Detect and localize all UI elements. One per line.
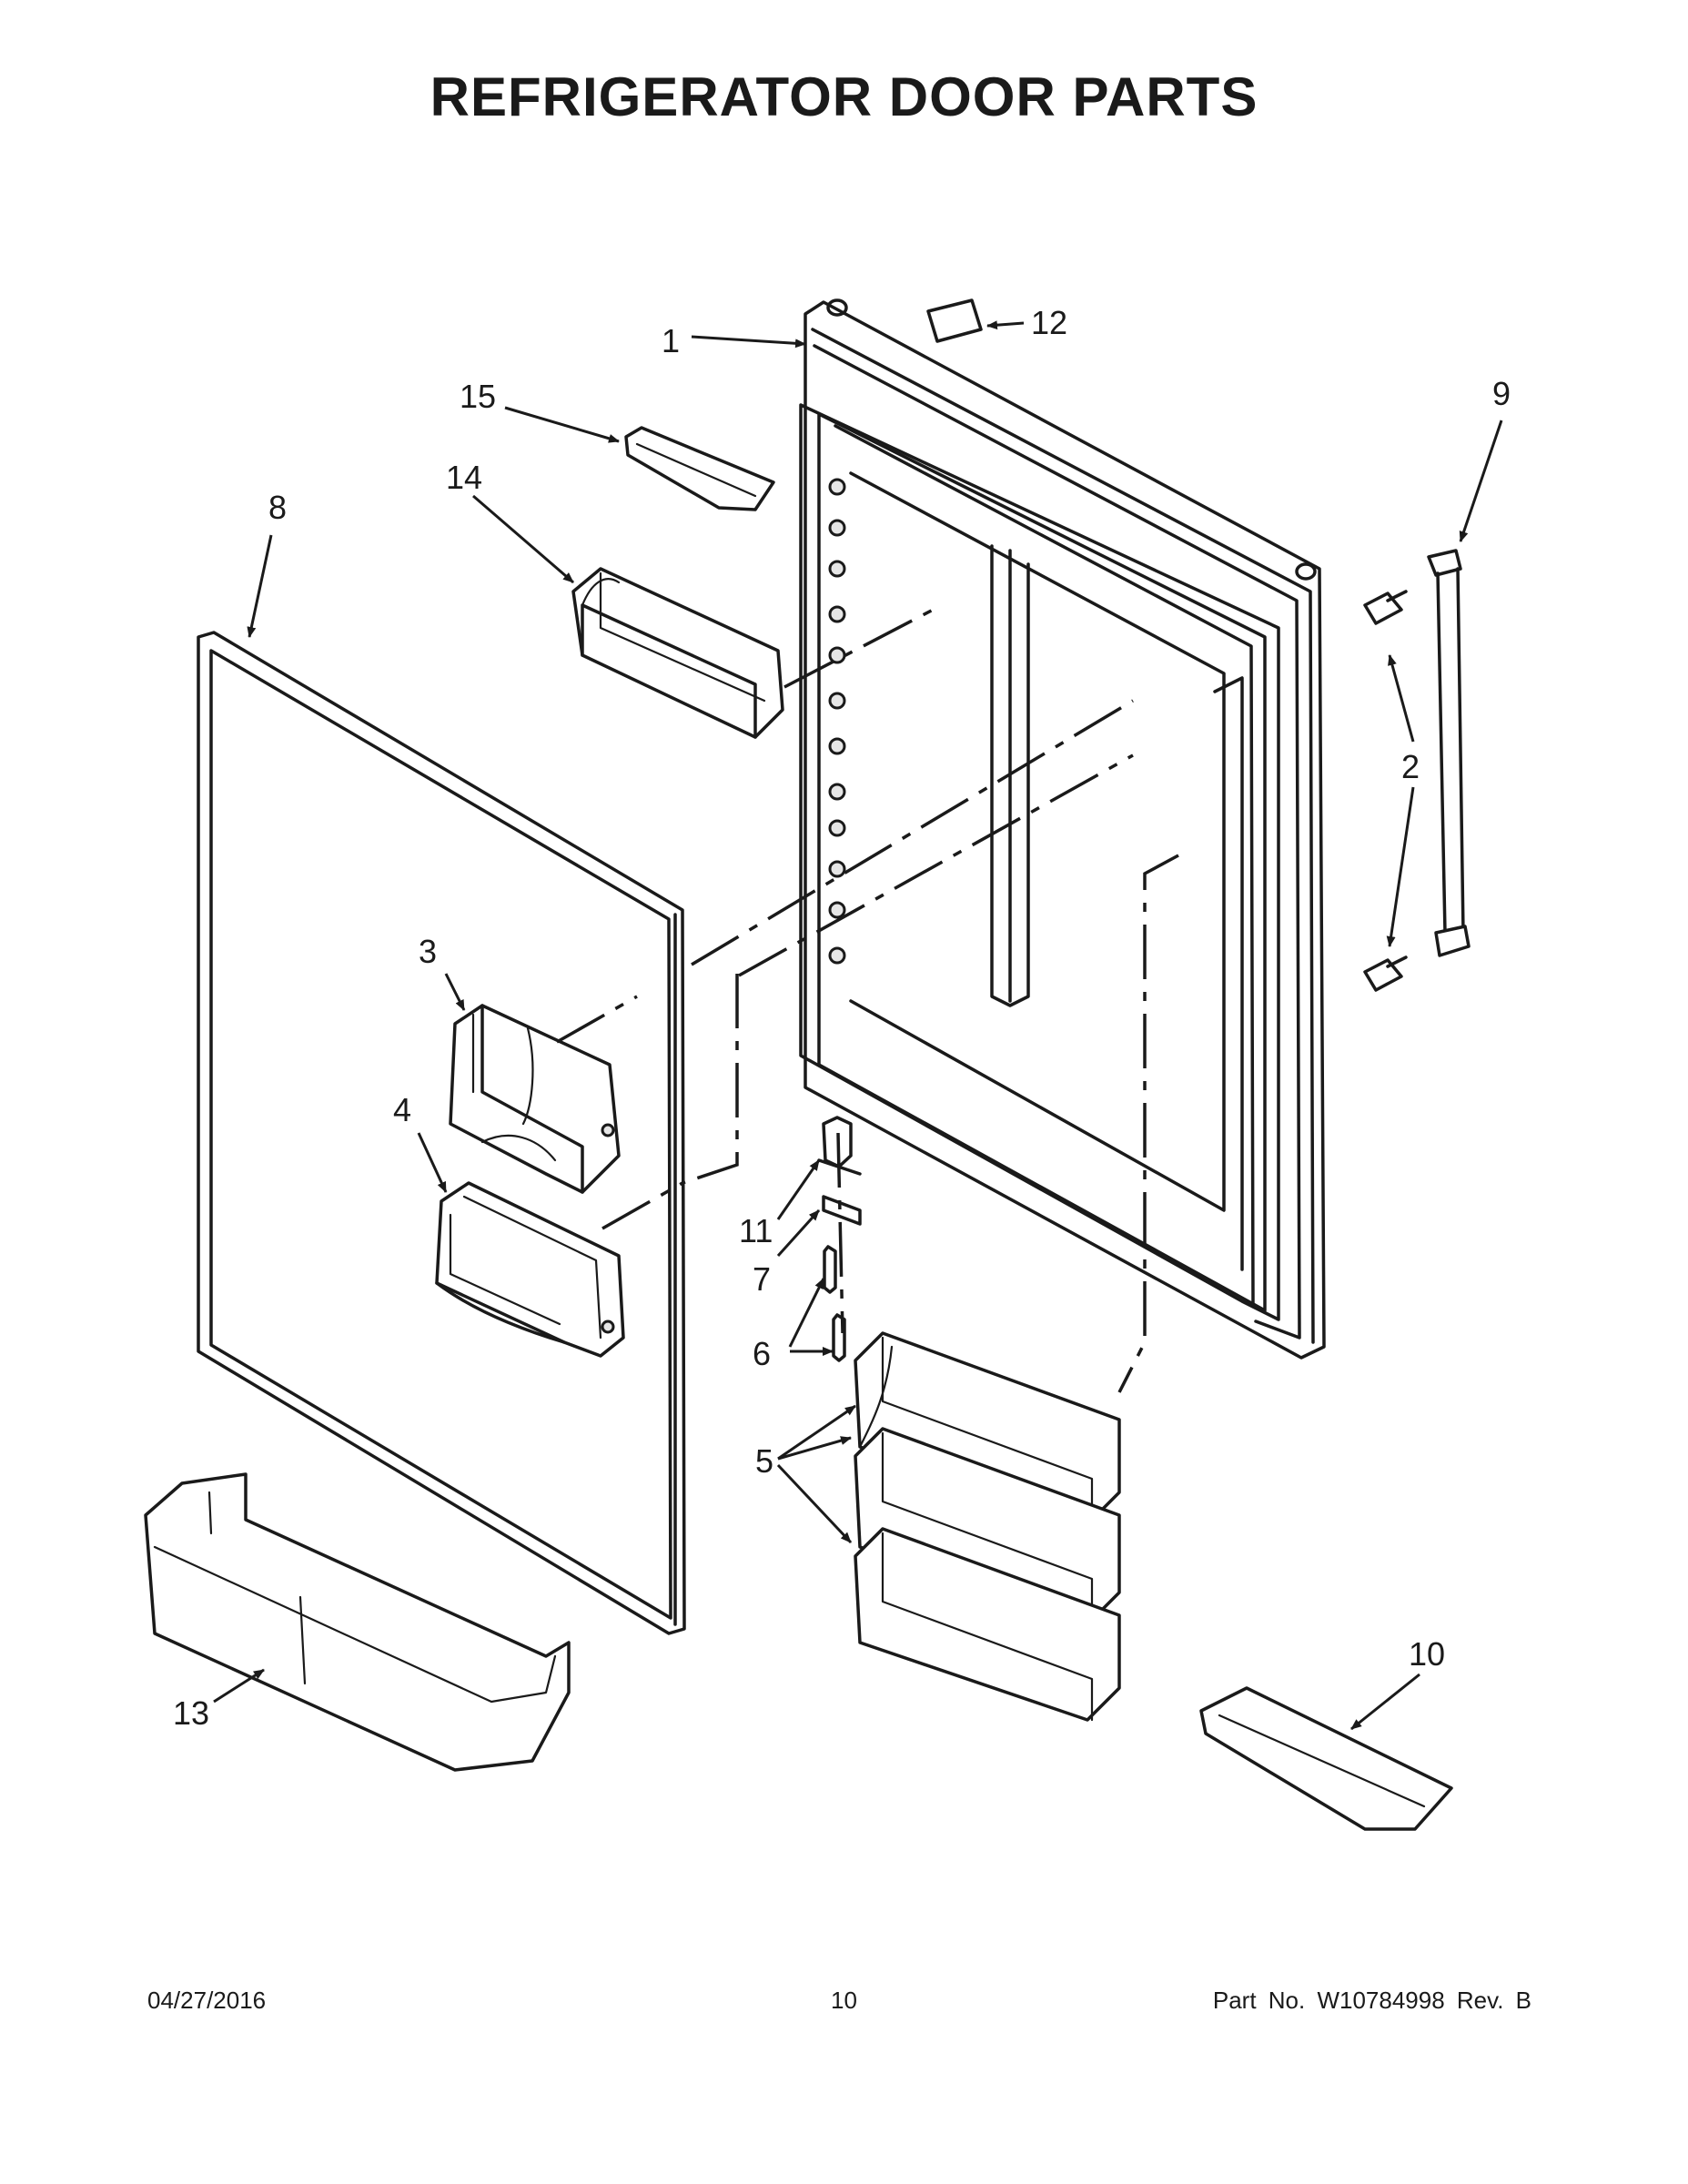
callout-14: 14 [446, 459, 482, 496]
callout-8: 8 [268, 489, 287, 526]
page-title: REFRIGERATOR DOOR PARTS [430, 66, 1258, 127]
callout-3: 3 [419, 933, 437, 970]
handle-screws-part [1363, 590, 1408, 992]
label-part [926, 298, 983, 343]
shelf-mount-holes [828, 478, 846, 965]
bottom-bin-part [144, 1472, 571, 1772]
door-liner-part [197, 631, 686, 1635]
footer-date: 04/27/2016 [147, 1987, 267, 2014]
callout-4: 4 [393, 1091, 411, 1128]
callout-labels: 1 12 15 14 8 9 2 3 4 11 7 6 5 13 10 [173, 304, 1511, 1732]
small-cover-part [624, 426, 775, 511]
callout-13: 13 [173, 1694, 209, 1732]
shelf-cover-part [1199, 1686, 1453, 1831]
dispenser-tray-part [435, 1181, 625, 1358]
callout-2: 2 [1401, 748, 1420, 785]
door-bins-part [854, 1331, 1121, 1722]
callout-1: 1 [662, 322, 680, 359]
callout-7: 7 [753, 1260, 771, 1298]
callout-arrows [213, 320, 1503, 1731]
callout-10: 10 [1409, 1635, 1445, 1673]
footer-part-number: Part No. W10784998 Rev. B [1212, 1987, 1531, 2014]
small-bin-part [571, 567, 784, 739]
callout-11: 11 [739, 1212, 773, 1249]
callout-9: 9 [1492, 375, 1511, 412]
door-frame-part [799, 298, 1326, 1360]
dispenser-cover-part [449, 1004, 621, 1194]
callout-5: 5 [755, 1442, 773, 1480]
callout-6: 6 [753, 1335, 771, 1372]
assembly-lines [556, 603, 1179, 1393]
callout-12: 12 [1031, 304, 1067, 341]
callout-15: 15 [460, 378, 496, 415]
door-handle-part [1427, 549, 1471, 957]
footer-page-number: 10 [831, 1987, 857, 2014]
